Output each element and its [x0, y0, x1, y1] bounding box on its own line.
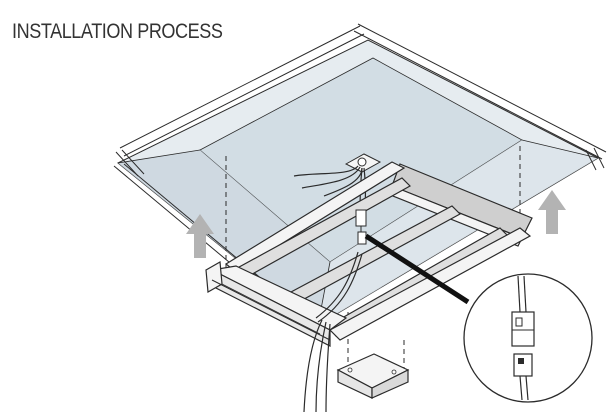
- ceiling-junction: [293, 153, 382, 213]
- up-arrow-icon: [538, 190, 566, 234]
- driver-box: [336, 353, 410, 399]
- page-title: INSTALLATION PROCESS: [12, 20, 223, 43]
- fixture-cables: [303, 251, 363, 413]
- up-arrow-icon: [186, 214, 214, 258]
- detail-magnifier-icon: [463, 273, 593, 403]
- detail-pointer: [364, 233, 470, 305]
- fixture-frame: [205, 161, 533, 347]
- wire-connector-icon: [355, 209, 367, 245]
